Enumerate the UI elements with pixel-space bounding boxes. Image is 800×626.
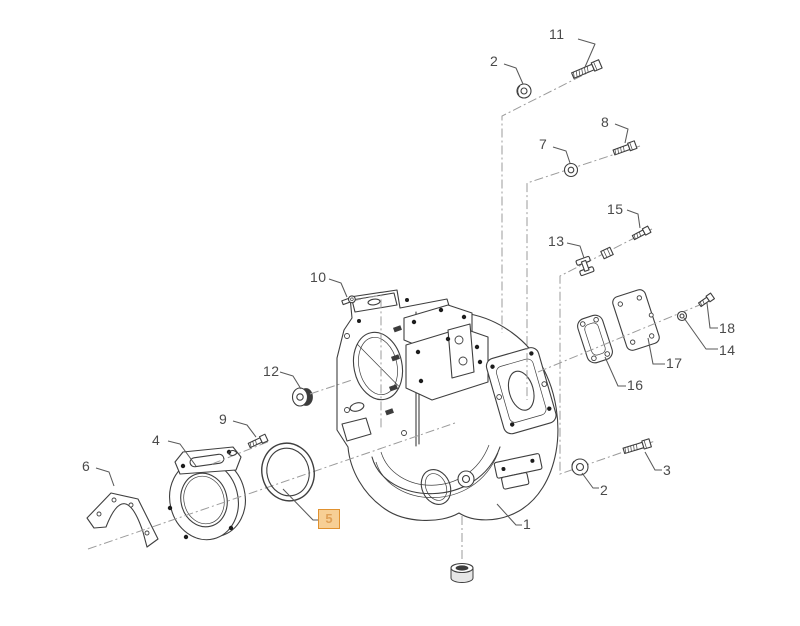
callout-4[interactable]: 4 [152, 432, 161, 448]
callout-2-bottom[interactable]: 2 [600, 482, 609, 498]
part-bolt-3[interactable] [622, 438, 652, 455]
callout-12[interactable]: 12 [263, 363, 280, 379]
callout-2-top[interactable]: 2 [490, 53, 499, 69]
callout-18[interactable]: 18 [719, 320, 736, 336]
part-washer-top[interactable] [516, 83, 532, 99]
part-seal-carrier[interactable] [161, 446, 253, 547]
callout-9[interactable]: 9 [219, 411, 228, 427]
callout-17[interactable]: 17 [666, 355, 683, 371]
part-keeper [227, 449, 238, 457]
part-clip[interactable] [575, 255, 595, 277]
part-drain-plug[interactable] [450, 562, 474, 583]
part-bolt-8[interactable] [612, 140, 638, 156]
callout-3[interactable]: 3 [663, 462, 672, 478]
part-shield-plate[interactable] [86, 492, 159, 548]
part-washer-7[interactable] [563, 162, 579, 178]
callout-5[interactable]: 5 [318, 509, 340, 529]
part-seal-ring[interactable] [255, 437, 320, 506]
part-bolt-18[interactable] [697, 292, 716, 308]
part-grommet[interactable] [291, 387, 313, 407]
part-bolt-15[interactable] [631, 225, 652, 241]
callout-7[interactable]: 7 [539, 136, 548, 152]
part-bolt-11[interactable] [571, 59, 603, 80]
part-flywheel-housing[interactable] [336, 289, 559, 521]
callout-14[interactable]: 14 [719, 342, 736, 358]
callout-16[interactable]: 16 [627, 377, 644, 393]
part-washer-bottom[interactable] [571, 458, 589, 476]
callout-13[interactable]: 13 [548, 233, 565, 249]
callout-10[interactable]: 10 [310, 269, 327, 285]
callout-8[interactable]: 8 [601, 114, 610, 130]
part-bolt-10[interactable] [341, 295, 356, 306]
callout-6[interactable]: 6 [82, 458, 91, 474]
part-nut[interactable] [600, 246, 614, 260]
part-bolt-9[interactable] [247, 433, 269, 449]
part-gasket[interactable] [576, 313, 615, 365]
callout-15[interactable]: 15 [607, 201, 624, 217]
part-cover-plate[interactable] [611, 288, 662, 352]
callout-leaders [95, 38, 718, 526]
callout-11[interactable]: 11 [549, 26, 565, 42]
callout-1[interactable]: 1 [523, 516, 532, 532]
